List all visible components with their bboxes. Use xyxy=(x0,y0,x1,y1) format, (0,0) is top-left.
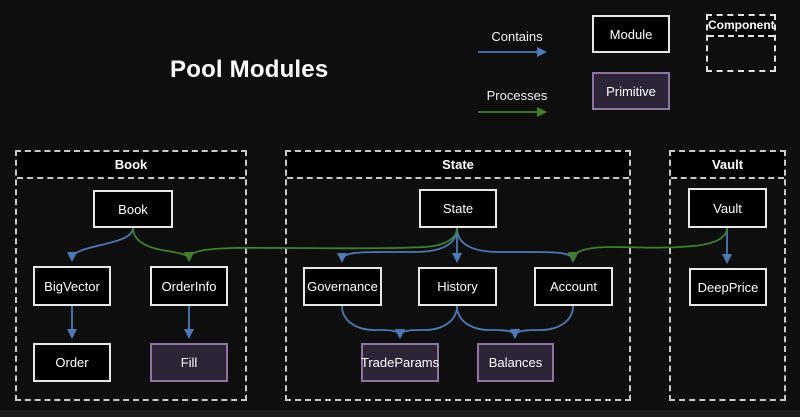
node-state-label: State xyxy=(442,201,474,216)
node-history: History xyxy=(418,267,497,306)
legend-primitive-label: Primitive xyxy=(606,83,656,99)
node-governance: Governance xyxy=(303,267,382,306)
node-balances: Balances xyxy=(477,343,554,382)
node-book: Book xyxy=(93,190,173,228)
node-order-label: Order xyxy=(55,355,89,370)
node-order: Order xyxy=(33,343,111,382)
legend-component-box: Component xyxy=(706,14,776,72)
legend-component-label: Component xyxy=(708,16,775,37)
node-book-label: Book xyxy=(118,201,148,217)
container-state-header: State xyxy=(287,152,629,179)
node-tradeparams-label: TradeParams xyxy=(360,355,440,370)
container-vault: Vault xyxy=(669,150,786,401)
legend-primitive-box: Primitive xyxy=(592,72,670,110)
node-balances-label: Balances xyxy=(488,355,543,370)
page-title: Pool Modules xyxy=(170,56,329,83)
bottom-strip xyxy=(0,410,800,417)
node-vault: Vault xyxy=(688,188,767,228)
node-orderinfo-label: OrderInfo xyxy=(161,278,217,294)
node-bigvector-label: BigVector xyxy=(44,278,100,294)
legend-module-label: Module xyxy=(609,26,653,42)
container-book: Book xyxy=(15,150,247,401)
container-state: State xyxy=(285,150,631,401)
node-bigvector: BigVector xyxy=(33,266,111,306)
node-fill-label: Fill xyxy=(180,355,198,370)
node-vault-label: Vault xyxy=(713,200,742,216)
node-deepprice: DeepPrice xyxy=(689,268,767,306)
legend-processes-label: Processes xyxy=(486,88,548,103)
node-governance-label: Governance xyxy=(307,279,378,294)
legend-contains-label: Contains xyxy=(491,29,543,44)
node-orderinfo: OrderInfo xyxy=(150,266,228,306)
node-deepprice-label: DeepPrice xyxy=(697,279,759,295)
node-fill: Fill xyxy=(150,343,228,382)
legend-module-box: Module xyxy=(592,15,670,53)
container-book-header: Book xyxy=(17,152,245,179)
node-history-label: History xyxy=(437,279,478,294)
container-vault-header: Vault xyxy=(671,152,784,179)
node-tradeparams: TradeParams xyxy=(361,343,439,382)
node-account: Account xyxy=(534,267,613,306)
node-state: State xyxy=(419,189,497,228)
node-account-label: Account xyxy=(550,279,597,294)
